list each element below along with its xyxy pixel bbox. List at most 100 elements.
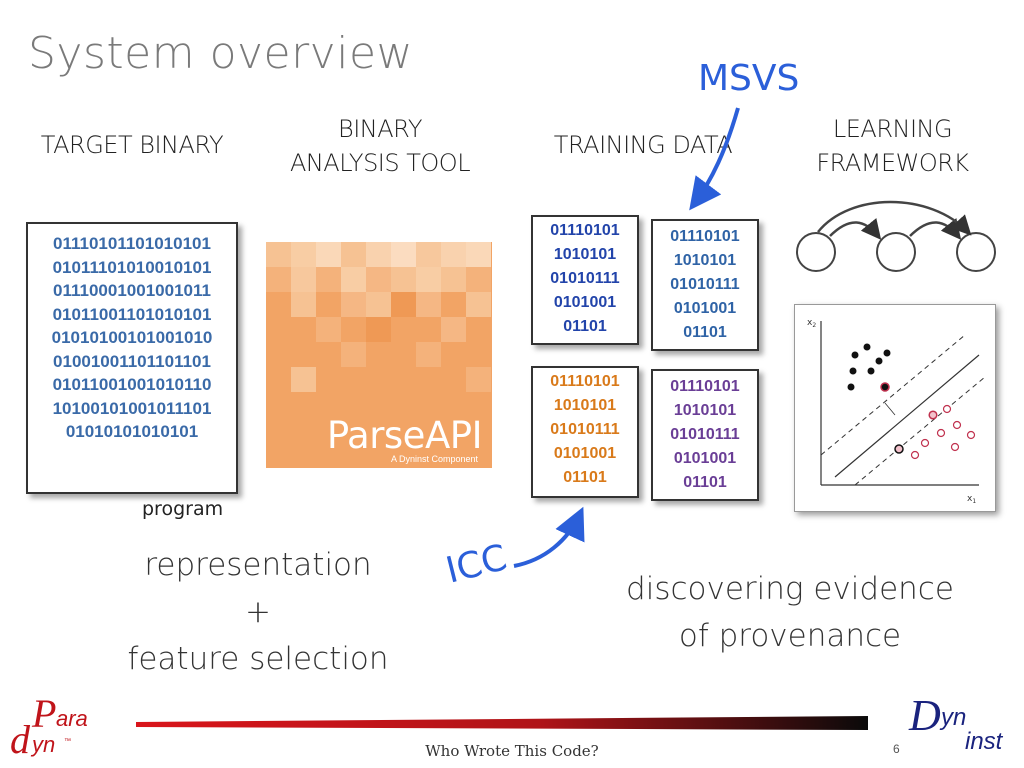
parseapi-logo: ParseAPI A Dyninst Component [266,242,492,468]
binary-line: 01011101010010101 [52,257,212,277]
dyninst-d: D [909,691,941,740]
chain-edge [817,200,972,236]
class-b-point [910,450,920,460]
parseapi-tagline: A Dyninst Component [390,454,478,464]
training-box-purple: 01110101 1010101 01010111 0101001 01101 [651,369,759,501]
chain-diagram [796,200,996,272]
header-training-data: TRAINING DATA [528,128,758,162]
caption-left-line2: + [245,594,271,630]
training-line: 0101001 [553,294,617,311]
binary-line: 01011001001010110 [52,375,212,394]
binary-line: 10100101001011101 [52,398,212,418]
training-line: 0101001 [673,450,737,467]
header-target-binary: TARGET BINARY [22,128,242,162]
paradyn-logo: P ara d yn ™ [6,691,106,762]
class-b-point [928,410,938,420]
class-b-point [950,442,960,452]
dyninst-logo: D yn inst [905,691,1021,764]
training-box-orange: 01110101 1010101 01010111 0101001 01101 [531,366,639,498]
class-a-point [883,349,891,357]
header-analysis-tool-line1: BINARY [338,115,422,143]
svm-plot: x1 x2 [794,304,996,512]
training-line: 01101 [683,474,727,491]
footer-title: Who Wrote This Code? [425,742,599,760]
msvs-label: MSVS [698,58,800,99]
dyninst-inst: inst [965,728,1003,755]
chain-edge [829,218,882,240]
caption-left-line1: representation [144,547,372,583]
training-line: 01110101 [670,378,740,395]
paradyn-yn: yn [32,732,56,757]
class-a-point [867,367,875,375]
binary-line: 01110001001001011 [53,281,211,300]
paradyn-tm: ™ [64,738,71,745]
header-learning-framework: LEARNING FRAMEWORK [785,112,1000,180]
caption-left: representation + feature selection [100,542,416,683]
binary-line: 01010101010101 [65,422,199,441]
program-label: program [142,498,224,520]
class-b-point [942,404,952,414]
training-line: 01110101 [550,222,620,239]
paradyn-d: d [10,717,30,762]
binary-line: 01011001101010101 [52,304,212,324]
training-line: 0101001 [673,300,737,317]
parseapi-name: ParseAPI [326,414,483,457]
y-axis-label: x2 [807,318,816,329]
paradyn-ara: ara [56,706,88,731]
header-analysis-tool: BINARY ANALYSIS TOOL [265,112,495,180]
caption-right-line2: of provenance [678,618,902,654]
training-line: 01110101 [670,228,740,245]
chain-node [956,232,996,272]
binary-line: 01001001101101101 [53,351,211,371]
chain-node [796,232,836,272]
caption-right-line1: discovering evidence [626,571,954,607]
class-b-point [920,438,930,448]
class-a-point [849,367,857,375]
class-a-point [880,382,890,392]
header-learning-line2: FRAMEWORK [816,149,969,177]
page-title: System overview [28,28,414,79]
msvs-arrow [689,107,740,211]
training-line: 01010111 [550,270,620,287]
class-a-point [863,343,871,351]
icc-arrow [513,506,585,568]
training-line: 01101 [563,469,607,486]
header-training-data-text: TRAINING DATA [553,131,733,159]
target-binary-box: 01110101101010101 01011101010010101 0111… [26,222,238,494]
binary-line: 01010100101001010 [51,328,213,347]
training-line: 01101 [683,324,727,341]
header-analysis-tool-line2: ANALYSIS TOOL [289,149,471,177]
class-b-point [894,444,904,454]
training-box-blue: 01110101 1010101 01010111 0101001 01101 [531,215,639,345]
class-a-point [851,351,859,359]
paradyn-p: P [32,691,57,736]
x-axis-label: x1 [967,494,976,505]
binary-line: 01110101101010101 [53,234,211,253]
training-line: 1010101 [553,246,617,263]
svm-plot-svg: x1 x2 [807,318,986,505]
header-learning-line1: LEARNING [832,115,953,143]
training-line: 1010101 [673,402,737,419]
training-line: 01101 [563,318,607,335]
chain-node [876,232,916,272]
caption-left-line3: feature selection [127,641,389,677]
training-line: 01010111 [550,421,620,438]
class-b-point [966,430,976,440]
training-line: 01010111 [670,276,740,293]
class-b-point [952,420,962,430]
header-target-binary-text: TARGET BINARY [40,131,224,159]
training-line: 0101001 [553,445,617,462]
class-b-point [936,428,946,438]
training-line: 01010111 [670,426,740,443]
training-line: 1010101 [673,252,737,269]
class-a-point [875,357,883,365]
training-box-teal: 01110101 1010101 01010111 0101001 01101 [651,219,759,351]
class-a-point [847,383,855,391]
training-line: 01110101 [550,373,620,390]
training-line: 1010101 [553,397,617,414]
dyninst-yn: yn [941,704,967,731]
caption-right: discovering evidence of provenance [600,566,980,660]
page-number: 6 [893,742,900,756]
